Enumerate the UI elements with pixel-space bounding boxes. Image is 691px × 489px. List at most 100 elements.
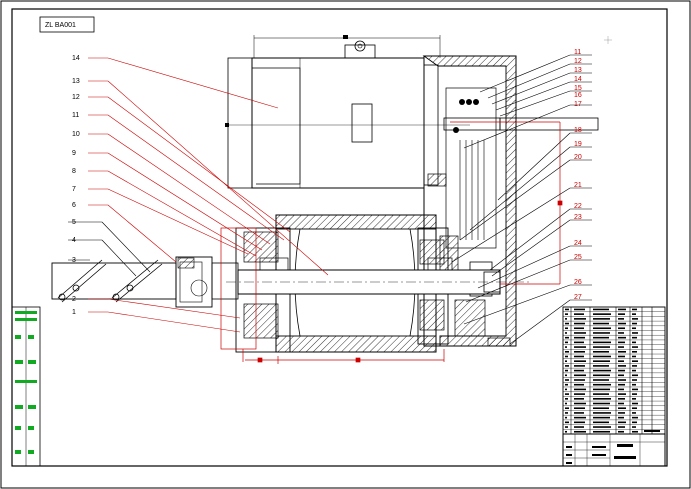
parts-cell-ink: [565, 426, 568, 428]
callout-14-left: 14: [72, 55, 80, 62]
parts-cell-ink: [565, 365, 569, 367]
callout-13-left: 13: [72, 78, 80, 85]
callout-11-right: 11: [574, 49, 581, 56]
parts-cell-ink: [593, 369, 611, 372]
parts-cell-ink: [593, 421, 609, 424]
callout-13-right: 13: [574, 67, 582, 74]
parts-cell-ink: [574, 350, 585, 353]
gearbox-housing: [422, 55, 599, 347]
main-shaft: [226, 269, 530, 295]
callout-11-left: 11: [72, 112, 79, 119]
parts-cell-ink: [574, 426, 584, 428]
parts-cell-ink: [618, 336, 626, 339]
parts-cell-ink: [632, 355, 636, 358]
parts-cell-ink: [565, 402, 567, 405]
parts-cell-ink: [593, 332, 610, 334]
callout-5-left: 5: [72, 219, 76, 226]
parts-cell-ink: [593, 360, 610, 362]
parts-cell-ink: [565, 313, 568, 315]
parts-cell-ink: [618, 313, 625, 315]
parts-cell-ink: [632, 318, 638, 320]
parts-cell-ink: [593, 350, 609, 353]
parts-cell-ink: [574, 327, 584, 330]
parts-cell-ink: [574, 308, 585, 311]
parts-cell-ink: [632, 327, 636, 330]
parts-cell-ink: [618, 341, 625, 344]
callout-26-right: 26: [574, 279, 582, 286]
parts-cell-ink: [618, 369, 625, 372]
parts-cell-ink: [565, 336, 569, 339]
parts-cell-ink: [632, 322, 637, 325]
callout-12-left: 12: [72, 94, 80, 101]
parts-cell-ink: [618, 374, 624, 377]
parts-cell-ink: [565, 379, 569, 381]
parts-cell-ink: [574, 421, 585, 424]
parts-cell-ink: [565, 388, 567, 391]
parts-cell-ink: [574, 412, 584, 414]
parts-cell-ink: [574, 313, 584, 315]
left-leader-lines: [88, 57, 329, 333]
parts-cell-ink: [565, 332, 567, 334]
callout-15-right: 15: [574, 85, 582, 92]
parts-cell-ink: [574, 374, 586, 377]
callout-6-left: 6: [72, 202, 76, 209]
inner-border: [11, 8, 668, 467]
parts-cell-ink: [593, 407, 609, 410]
parts-list-table: [562, 306, 666, 435]
parts-cell-ink: [593, 388, 610, 391]
callout-23-right: 23: [574, 214, 582, 221]
parts-cell-ink: [593, 355, 611, 358]
callout-17-right: 17: [574, 101, 582, 108]
parts-cell-ink: [565, 407, 569, 410]
parts-cell-ink: [574, 402, 586, 405]
callout-21-right: 21: [574, 182, 582, 189]
callout-25-right: 25: [574, 254, 582, 261]
parts-cell-ink: [593, 379, 609, 381]
parts-cell-ink: [618, 355, 625, 358]
parts-cell-ink: [618, 383, 625, 386]
parts-cell-ink: [565, 369, 568, 372]
corner-tag: ZL BA001: [39, 16, 95, 33]
callout-8-left: 8: [72, 168, 76, 175]
parts-cell-ink: [618, 346, 624, 348]
parts-cell-ink: [593, 412, 611, 414]
parts-cell-ink: [632, 308, 637, 311]
parts-cell-ink: [618, 318, 624, 320]
parts-cell-ink: [565, 322, 569, 325]
callout-22-right: 22: [574, 203, 582, 210]
parts-cell-ink: [618, 379, 626, 381]
parts-cell-ink: [574, 322, 585, 325]
parts-cell-ink: [632, 388, 638, 391]
parts-cell-ink: [632, 426, 636, 428]
left-callouts: 14 13 12 11 10 9 8 7 6 5 4 3 2 1: [72, 55, 80, 316]
parts-cell-ink: [632, 360, 638, 362]
callout-1-left: 1: [72, 309, 76, 316]
parts-cell-ink: [574, 355, 584, 358]
parts-cell-ink: [632, 374, 638, 377]
parts-cell-ink: [593, 430, 610, 433]
callout-27-right: 27: [574, 294, 582, 301]
right-leader-lines: [451, 54, 592, 345]
parts-cell-ink: [632, 336, 637, 339]
parts-cell-ink: [565, 308, 569, 311]
parts-cell-ink: [574, 318, 586, 320]
parts-cell-ink: [565, 383, 568, 386]
parts-cell-ink: [618, 421, 626, 424]
parts-cell-ink: [618, 365, 626, 367]
parts-cell-ink: [593, 365, 609, 367]
parts-cell-ink: [565, 318, 567, 320]
parts-cell-ink: [618, 393, 626, 395]
callout-2-left: 2: [72, 296, 76, 303]
parts-cell-ink: [632, 346, 638, 348]
parts-cell-ink: [593, 327, 611, 330]
parts-cell-ink: [632, 341, 636, 344]
parts-cell-ink: [574, 336, 585, 339]
parts-cell-ink: [618, 416, 624, 419]
title-block: [562, 430, 666, 467]
parts-cell-ink: [618, 360, 624, 362]
parts-cell-ink: [565, 327, 568, 330]
parts-cell-ink: [593, 426, 611, 428]
callout-3-left: 3: [72, 257, 76, 264]
